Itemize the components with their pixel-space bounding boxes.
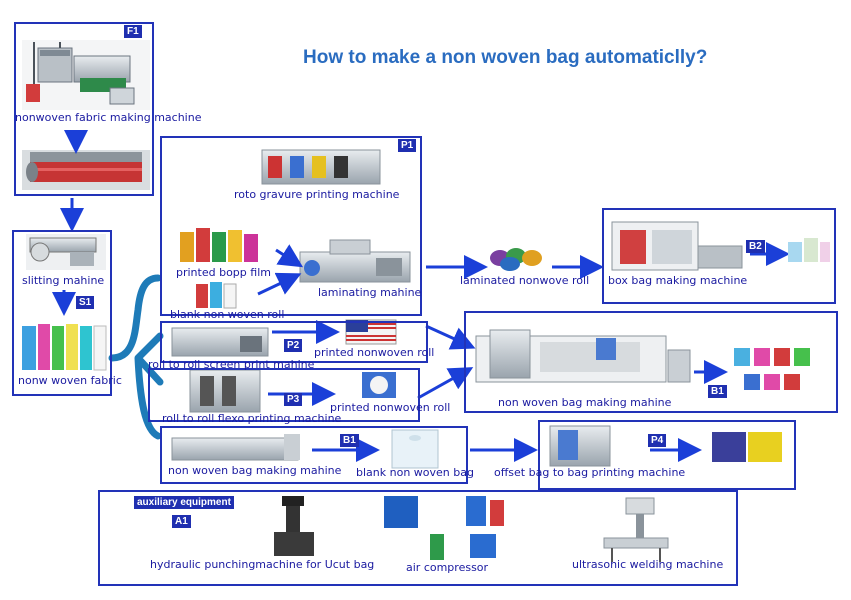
arrow-p3-to-bag-machine xyxy=(417,367,474,400)
frame-box-bag xyxy=(602,208,836,304)
label-roto-gravure: roto gravure printing machine xyxy=(234,188,400,201)
ultrasonic-welder-image xyxy=(603,497,669,562)
label-box-bag: box bag making machine xyxy=(608,274,748,287)
label-printed-nonwoven-1: printed nonwoven roll xyxy=(314,346,435,359)
label-printed-bopp: printed bopp film xyxy=(176,266,271,279)
fabric-machine-image xyxy=(22,40,150,110)
small-bag-machine-image xyxy=(171,434,300,461)
tag-p1: P1 xyxy=(398,139,417,152)
label-screen-print: roll to roll screen print mahine xyxy=(148,358,315,371)
frame-p3 xyxy=(148,368,420,422)
box-bags-image xyxy=(788,238,830,262)
label-printed-nonwoven-2: printed nonwoven roll xyxy=(330,401,451,414)
offset-machine-image xyxy=(549,425,611,467)
label-blank-bag: blank non woven bag xyxy=(356,466,474,479)
label-slitting: slitting mahine xyxy=(22,274,105,287)
label-laminated-roll: laminated nonwove roll xyxy=(460,274,590,287)
blank-bag-image xyxy=(391,429,439,469)
tag-b1-main: B1 xyxy=(708,385,727,398)
frame-slitting xyxy=(12,230,112,396)
label-flexo: roll to roll flexo printing machine xyxy=(162,412,342,425)
frame-f1 xyxy=(14,22,154,196)
arrow-p2-to-bag-machine xyxy=(425,324,476,350)
tag-p2: P2 xyxy=(284,339,303,352)
tag-a1: A1 xyxy=(172,515,191,528)
frame-bag-machine xyxy=(464,311,838,413)
box-bag-machine-image xyxy=(611,221,743,271)
branch-brace xyxy=(108,274,164,440)
printed-bags-image xyxy=(712,432,782,462)
label-ultrasonic: ultrasonic welding machine xyxy=(572,558,724,571)
label-hydraulic: hydraulic punchingmachine for Ucut bag xyxy=(150,558,375,571)
flexo-machine-image xyxy=(189,369,261,413)
frame-p4 xyxy=(538,420,796,490)
label-bag-machine-small: non woven bag making mahine xyxy=(168,464,342,477)
finished-bags-image xyxy=(734,348,810,390)
frame-p2 xyxy=(160,321,428,363)
tag-p4: P4 xyxy=(648,434,667,447)
label-air-compressor: air compressor xyxy=(406,561,489,574)
label-bag-machine-main: non woven bag making mahine xyxy=(498,396,672,409)
frame-b1 xyxy=(160,426,468,484)
fabric-rolls-image xyxy=(22,324,107,371)
label-fabric-machine: nonwoven fabric making machine xyxy=(15,111,202,124)
printed-nonwoven-roll-2-image xyxy=(362,372,396,398)
air-compressor-image xyxy=(384,496,504,560)
tag-b2: B2 xyxy=(746,240,765,253)
printed-nonwoven-roll-1-image xyxy=(345,319,397,345)
label-offset: offset bag to bag printing machine xyxy=(494,466,686,479)
hydraulic-punching-image xyxy=(274,496,314,556)
tag-p3: P3 xyxy=(284,393,303,406)
auxiliary-equipment-tag: auxiliary equipment xyxy=(134,496,234,509)
tag-b1-bottom: B1 xyxy=(340,434,359,447)
label-nonwoven-fabric: nonw woven fabric xyxy=(18,374,122,387)
frame-auxiliary xyxy=(98,490,738,586)
label-blank-roll: blank non woven roll xyxy=(170,308,285,321)
laminated-rolls-image xyxy=(490,248,542,271)
laminating-machine-image xyxy=(299,239,411,283)
bag-making-machine-image xyxy=(475,329,691,383)
screen-print-machine-image xyxy=(171,327,269,357)
slitting-machine-image xyxy=(26,234,106,270)
blank-rolls-image xyxy=(196,282,237,309)
tag-f1: F1 xyxy=(124,25,142,38)
fabric-roll-closeup-image xyxy=(22,150,150,190)
arrow-blank-to-laminating xyxy=(257,272,302,296)
frame-p1 xyxy=(160,136,422,316)
bopp-film-rolls-image xyxy=(180,228,258,262)
tag-s1: S1 xyxy=(76,296,95,309)
arrow-bopp-to-laminating xyxy=(275,244,304,268)
diagram-title: How to make a non woven bag automaticlly… xyxy=(303,47,708,68)
label-laminating: laminating mahine xyxy=(318,286,422,299)
roto-gravure-image xyxy=(261,149,381,185)
